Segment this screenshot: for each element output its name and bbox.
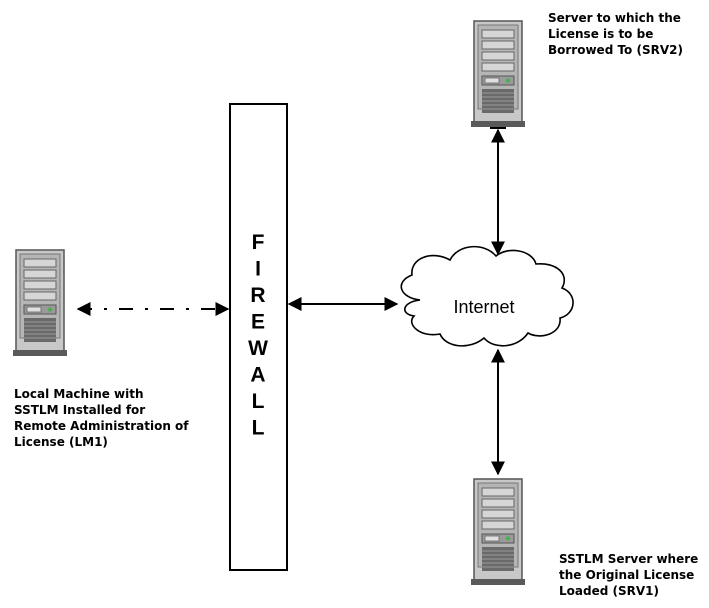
server-srv1-icon (470, 478, 526, 586)
lm1-label: Local Machine with SSTLM Installed for R… (14, 387, 189, 449)
firewall-letter: A (250, 364, 265, 387)
firewall-letter: R (250, 284, 265, 307)
firewall-letter: L (252, 390, 265, 413)
firewall-letter: W (248, 337, 268, 360)
firewall-letter: L (252, 417, 265, 440)
internet-cloud: Internet (400, 245, 574, 347)
srv1-label: SSTLM Server where the Original License … (559, 552, 699, 598)
server-lm1-icon (12, 249, 68, 357)
server-srv2-icon (470, 20, 526, 128)
internet-label: Internet (453, 297, 514, 317)
firewall-letter: F (252, 231, 265, 254)
firewall-letter: I (255, 258, 261, 281)
srv2-label: Server to which the License is to be Bor… (548, 11, 683, 57)
firewall-letter: E (251, 311, 265, 334)
